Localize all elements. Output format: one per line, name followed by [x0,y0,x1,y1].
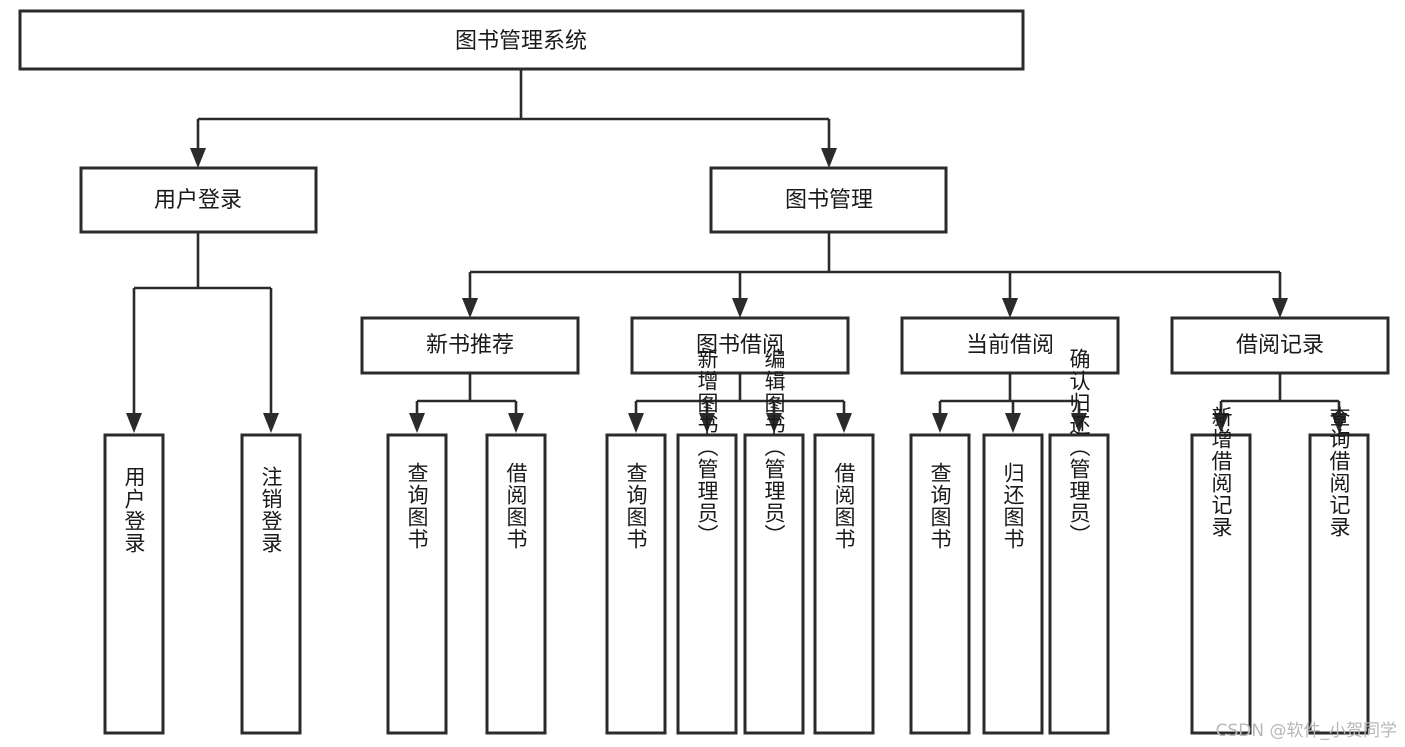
node-label-book-management: 图书管理 [785,188,873,213]
node-box-root[interactable] [18,9,1025,71]
node-label-leaf-query-borrow-record: 查询借阅记录 [1327,406,1351,538]
arrow-to-leaf-borrow-book-rec [508,413,524,433]
arrow-to-leaf-add-book-admin [699,413,715,433]
node-box-book-borrow[interactable] [630,316,850,375]
node-new-book-recommend[interactable]: 新书推荐 [360,316,580,375]
node-book-borrow[interactable]: 图书借阅 [630,316,850,375]
node-label-leaf-add-book-admin: 新增图书（管理员） [695,348,719,546]
arrow-to-book-management [821,148,837,168]
arrow-to-leaf-query-borrow-record [1331,413,1347,433]
arrow-to-leaf-query-book-borrow [628,413,644,433]
arrow-to-current-borrow [1002,298,1018,318]
edges-layer [126,69,1347,433]
node-label-leaf-return-book: 归还图书 [1001,462,1025,550]
node-label-leaf-confirm-return-admin: 确认归还（管理员） [1067,348,1091,546]
node-label-current-borrow: 当前借阅 [966,333,1054,358]
arrow-to-leaf-user-login [126,413,142,433]
node-box-leaf-edit-book-admin[interactable] [743,433,805,735]
node-label-leaf-query-book-current: 查询图书 [928,462,952,550]
node-label-borrow-record: 借阅记录 [1236,333,1324,358]
node-box-leaf-add-book-admin[interactable] [676,433,738,735]
node-book-management[interactable]: 图书管理 [709,166,948,234]
arrow-to-leaf-confirm-return-admin [1071,413,1087,433]
node-leaf-borrow-book[interactable]: 借阅图书 [813,433,875,735]
node-label-leaf-add-borrow-record: 新增借阅记录 [1209,406,1233,538]
node-label-leaf-borrow-book-rec: 借阅图书 [504,462,528,550]
node-box-leaf-query-book-current[interactable] [909,433,971,735]
node-box-user-login[interactable] [79,166,318,234]
arrow-to-leaf-edit-book-admin [766,413,782,433]
arrow-to-leaf-borrow-book [836,413,852,433]
csdn-watermark: CSDN @软件_小贺同学 [1215,721,1397,741]
node-box-book-management[interactable] [709,166,948,234]
node-leaf-add-book-admin[interactable]: 新增图书（管理员） [676,348,738,735]
node-leaf-add-borrow-record[interactable]: 新增借阅记录 [1190,406,1252,735]
node-box-leaf-add-borrow-record[interactable] [1190,433,1252,735]
arrow-to-leaf-query-book-rec [409,413,425,433]
node-box-leaf-query-book-borrow[interactable] [605,433,667,735]
node-leaf-query-book-borrow[interactable]: 查询图书 [605,433,667,735]
node-label-book-borrow: 图书借阅 [696,333,784,358]
arrow-to-new-book-recommend [462,298,478,318]
node-leaf-query-book-rec[interactable]: 查询图书 [386,433,448,735]
node-label-leaf-user-login: 用户登录 [122,466,146,554]
node-box-leaf-borrow-book[interactable] [813,433,875,735]
node-box-leaf-logout[interactable] [240,433,302,735]
node-box-leaf-query-book-rec[interactable] [386,433,448,735]
arrow-to-user-login [190,148,206,168]
node-leaf-borrow-book-rec[interactable]: 借阅图书 [485,433,547,735]
node-label-leaf-borrow-book: 借阅图书 [832,462,856,550]
arrow-to-leaf-query-book-current [932,413,948,433]
node-label-leaf-logout: 注销登录 [259,466,283,554]
node-box-leaf-return-book[interactable] [982,433,1044,735]
arrow-to-leaf-add-borrow-record [1213,413,1229,433]
node-leaf-return-book[interactable]: 归还图书 [982,433,1044,735]
node-box-leaf-user-login[interactable] [103,433,165,735]
node-leaf-logout[interactable]: 注销登录 [240,433,302,735]
node-root-book-management-system[interactable]: 图书管理系统 [18,9,1025,71]
node-box-current-borrow[interactable] [900,316,1120,375]
node-current-borrow[interactable]: 当前借阅 [900,316,1120,375]
node-leaf-user-login[interactable]: 用户登录 [103,433,165,735]
node-leaf-query-borrow-record[interactable]: 查询借阅记录 [1308,406,1370,735]
node-box-new-book-recommend[interactable] [360,316,580,375]
arrow-to-leaf-logout [263,413,279,433]
node-label-leaf-edit-book-admin: 编辑图书（管理员） [762,348,786,546]
arrow-to-leaf-return-book [1005,413,1021,433]
arrow-to-book-borrow [732,298,748,318]
node-box-leaf-borrow-book-rec[interactable] [485,433,547,735]
node-box-leaf-query-borrow-record[interactable] [1308,433,1370,735]
node-label-root: 图书管理系统 [455,29,587,54]
node-leaf-edit-book-admin[interactable]: 编辑图书（管理员） [743,348,805,735]
node-label-user-login: 用户登录 [154,188,242,213]
arrow-to-borrow-record [1272,298,1288,318]
node-leaf-query-book-current[interactable]: 查询图书 [909,433,971,735]
node-label-leaf-query-book-borrow: 查询图书 [624,462,648,550]
node-user-login[interactable]: 用户登录 [79,166,318,234]
node-label-leaf-query-book-rec: 查询图书 [405,462,429,550]
node-borrow-record[interactable]: 借阅记录 [1170,316,1390,375]
node-label-new-book-recommend: 新书推荐 [426,333,514,358]
node-box-borrow-record[interactable] [1170,316,1390,375]
node-box-leaf-confirm-return-admin[interactable] [1048,433,1110,735]
node-leaf-confirm-return-admin[interactable]: 确认归还（管理员） [1048,348,1110,735]
